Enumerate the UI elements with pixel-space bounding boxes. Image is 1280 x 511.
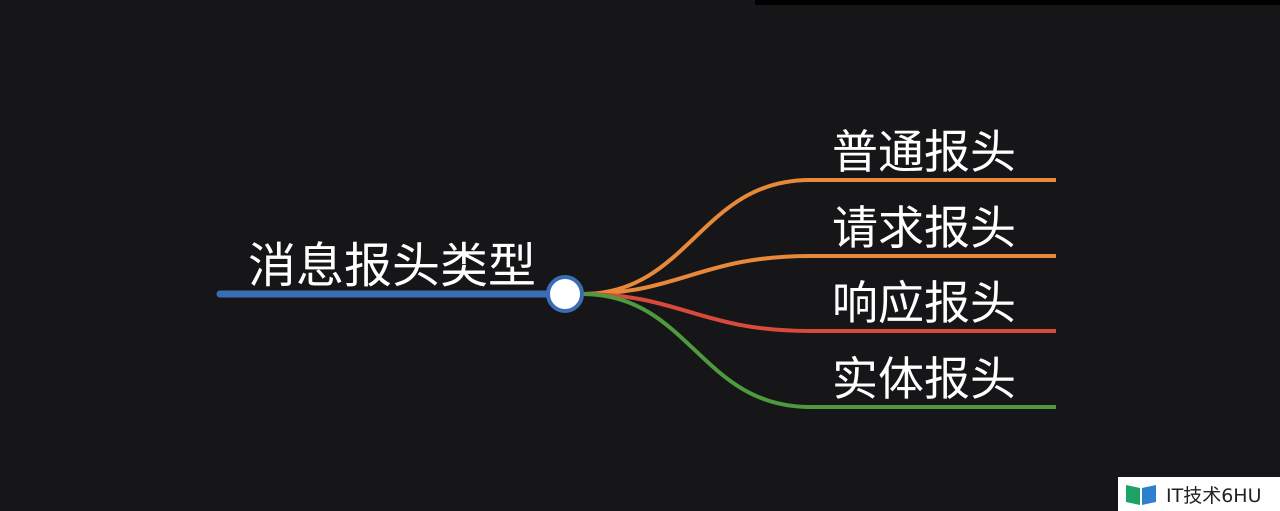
- branch-curve-request: [581, 254, 1056, 296]
- branch-label-response: 响应报头: [832, 276, 1016, 330]
- branch-curve-general: [581, 178, 1056, 296]
- book-logo-icon: [1126, 485, 1156, 505]
- watermark-badge: IT技术6HU: [1118, 477, 1280, 511]
- branch-curve-response: [581, 292, 1056, 333]
- branch-label-general: 普通报头: [832, 125, 1016, 179]
- root-node-circle[interactable]: [546, 275, 584, 313]
- root-label: 消息报头类型: [248, 238, 536, 294]
- top-edge-bar: [755, 0, 1280, 5]
- branch-label-request: 请求报头: [832, 201, 1016, 255]
- watermark-text: IT技术6HU: [1166, 484, 1262, 507]
- branch-label-entity: 实体报头: [832, 352, 1016, 406]
- branch-curve-entity: [581, 292, 1056, 409]
